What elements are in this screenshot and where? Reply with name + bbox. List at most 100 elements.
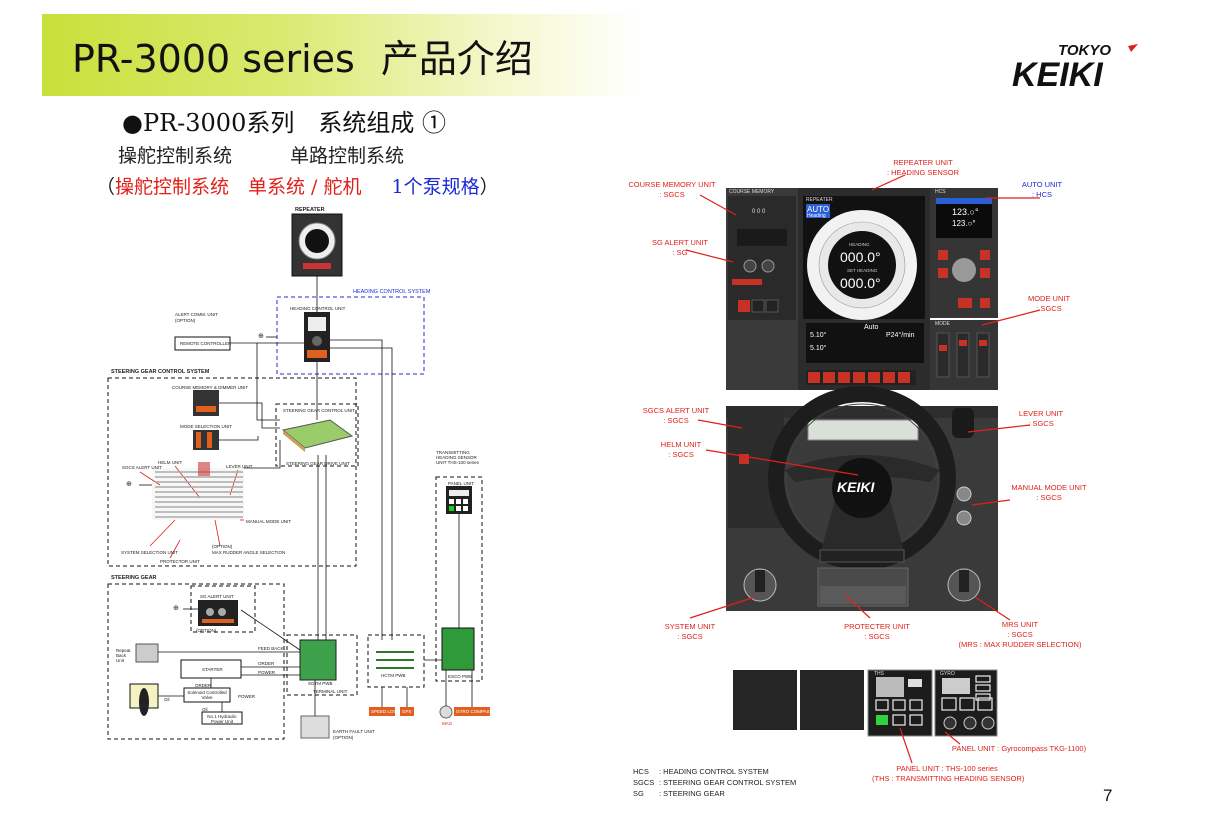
remote-controller [174,336,231,351]
console-course-memory: COURSE MEMORY [729,189,775,195]
label-panel-unit-ths: PANEL UNIT : THS-100 series(THS : TRANSM… [872,764,1025,783]
label-repeater-unit: REPEATER UNIT: HEADING SENSOR [886,158,960,177]
steering-gear-box [107,583,285,740]
blank-panel-1 [733,670,797,730]
console-hcs: HCS [935,189,946,195]
label-panel-unit-gyro: PANEL UNIT : Gyrocompass TKG-1100) [951,744,1087,753]
lbl-sgcs-alert: SGCS ALERT UNIT [122,465,162,470]
blank-panel-2 [800,670,864,730]
logo-big-text: KEIKI [1012,56,1104,90]
console-heading-word: Heading [807,213,826,219]
lbl-feedback: FEED BACK [258,646,284,651]
terminal-board [299,639,337,681]
lbl-order2: ORDER [195,683,212,688]
label-mrs-unit: MRS UNIT: SGCS(MRS : MAX RUDDER SELECTIO… [958,620,1082,649]
lbl-hcu: HEADING CONTROL UNIT [290,306,346,311]
label-manual-mode-unit: MANUAL MODE UNIT: SGCS [1011,483,1087,502]
lbl-hcs: HEADING CONTROL SYSTEM [353,289,431,295]
lbl-speed-log: SPEED LOG [371,709,398,714]
lbl-mag: MAG [442,721,453,726]
lbl-panel-unit: PANEL UNIT [448,481,475,486]
sgcu-box [275,403,359,467]
lbl-manual-mode: MANUAL MODE UNIT [246,519,292,524]
lbl-gyro: GYRO COMPASS [456,709,493,714]
lbl-terminal: TERMINAL UNIT [313,689,348,694]
legend-row-sgcs: SGCS: STEERING GEAR CONTROL SYSTEM [633,778,797,787]
lbl-esco: ESCO PWB [448,674,473,679]
lbl-option3: (OPTION) [196,628,217,633]
console-course-digits: 0 0 0 [752,209,766,215]
lbl-option1: (OPTION) [175,318,196,323]
lbl-system-selection: SYSTEM SELECTION UNIT [121,550,179,555]
lbl-ground3: ⊕ [173,605,179,612]
console-set-heading-label: SET HEADING [847,268,878,273]
console-mode: MODE [935,321,950,327]
lbl-max-rudder: MAX RUDDER ANGLE SELECTION [212,550,286,555]
console-hcs-value2: 123.○° [952,219,976,228]
lbl-repeat-back: Repeat Back Unit [116,648,131,663]
lbl-helm: HELM UNIT [158,460,183,465]
lbl-ground2: ⊕ [126,481,132,488]
label-sg-alert-unit: SG ALERT UNIT: SG [652,238,708,257]
console-p24: P24°/min [886,332,915,339]
lbl-alert-comm: ALERT COMM. UNIT [175,312,218,317]
lbl-power2: POWER [238,694,256,699]
lbl-power1: POWER [258,670,276,675]
legend-row-sg: SG: STEERING GEAR [633,789,725,798]
lbl-sgdu: STEERING GEAR DRIVE UNIT [286,461,350,466]
lbl-sgcs: STEERING GEAR CONTROL SYSTEM [111,369,210,375]
console-auto: AUTO [807,205,830,214]
gps-tag [400,707,414,716]
console-rudder-b: 5.10° [810,345,827,352]
logo-small-text: TOKYO [1058,42,1111,59]
lbl-order1: ORDER [258,661,275,666]
abbreviation-legend: HCS: HEADING CONTROL SYSTEM SGCS: STEERI… [633,766,796,799]
heading-control-system-box [276,296,425,375]
page-number: 7 [1103,786,1113,805]
terminal-unit-box [286,634,358,696]
hctm-box [367,634,425,688]
lbl-ground1: ⊕ [258,333,264,340]
console-ths: THS [874,671,884,677]
tokyo-keiki-logo: TOKYO KEIKI [1012,42,1138,90]
label-sgcs-alert-unit: SGCS ALERT UNIT: SGCS [642,406,710,425]
section-title: ●PR-3000系列 系统组成 ① [122,109,446,137]
system-line: 操舵控制系统单路控制系统 [118,145,405,167]
lbl-earth-fault: EARTH FAULT UNIT [333,729,375,734]
lbl-sgtm: SGTM PWB [308,681,333,686]
console-auto-small: Auto [864,324,879,331]
lbl-sgcu: STEERING GEAR CONTROL UNIT [283,408,355,413]
lbl-course-memory: COURSE MEMORY & DIMMER UNIT [172,385,249,390]
console-repeater: REPEATER [806,197,833,203]
lbl-steering-gear: STEERING GEAR [111,575,157,581]
label-auto-unit: AUTO UNIT: HCS [1021,180,1063,199]
label-system-unit: SYSTEM UNIT: SGCS [664,622,716,641]
auto-knob [952,258,976,282]
lbl-starter: STARTER [202,667,223,672]
lbl-earth-fault-option: (OPTION) [333,735,354,740]
speed-log-tag [369,707,395,716]
header-band [42,14,642,96]
lbl-ths: TRANSMITTING HEADING SENSOR UNIT THS-100… [436,450,479,465]
lbl-repeater: REPEATER [295,207,325,213]
label-protecter-unit: PROTECTER UNIT: SGCS [844,622,910,641]
lbl-protector: PROTECTOR UNIT [160,559,200,564]
lever [952,408,974,438]
lbl-option2: (OPTION) [212,544,233,549]
repeat-back-unit [135,643,159,663]
lbl-mode-selection: MODE SELECTION UNIT [180,424,233,429]
console-rudder-a: 5.10° [810,332,827,339]
lbl-lever: LEVER UNIT [226,464,253,469]
lbl-oil2: Oil [202,707,208,712]
lbl-solenoid: Solenoid Controlled Valve [187,690,227,700]
console-logo: KEIKI [837,479,875,495]
lbl-sg-alert: SG ALERT UNIT [200,594,234,599]
legend-row-hcs: HCS: HEADING CONTROL SYSTEM [633,767,769,776]
lbl-gps: GPS [402,709,412,714]
solenoid-box [183,687,231,703]
esco-pwb [441,627,475,671]
